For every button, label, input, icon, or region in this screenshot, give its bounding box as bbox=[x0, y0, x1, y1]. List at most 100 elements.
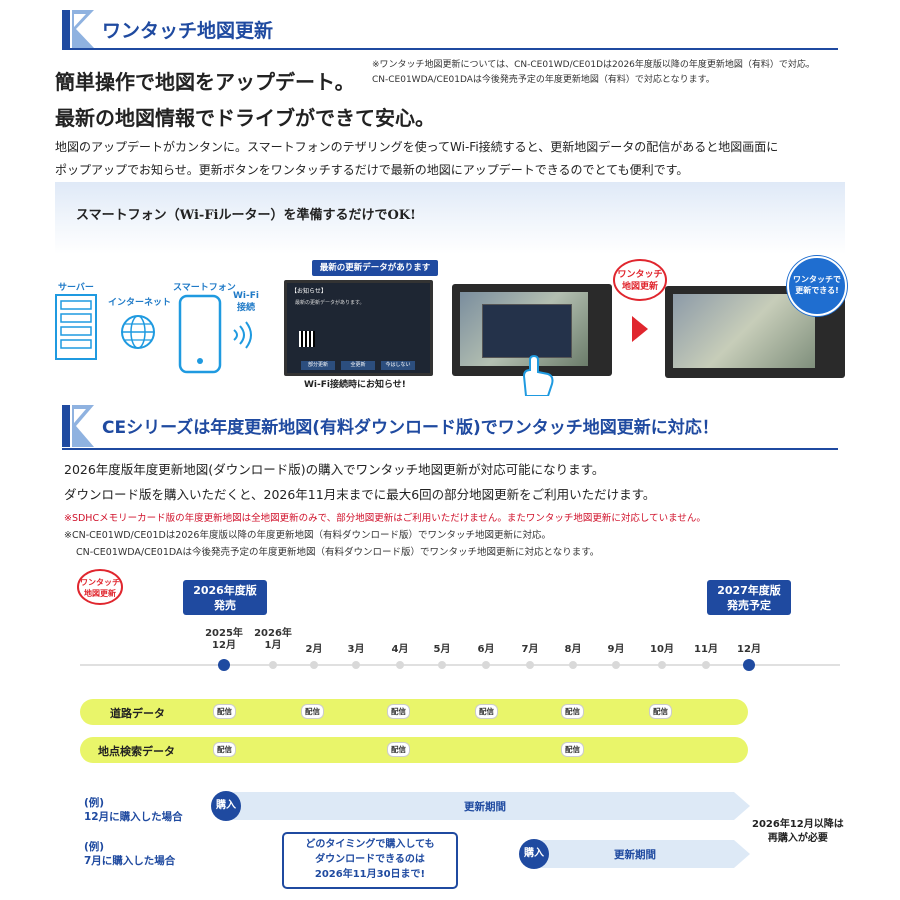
onetouch-badge-icon: ワンタッチ 地図更新 bbox=[613, 259, 667, 301]
delivery-tag: 配信 bbox=[475, 704, 498, 719]
road-data-pill bbox=[80, 699, 748, 725]
timeline-dot bbox=[269, 661, 277, 669]
timeline-dot-end bbox=[743, 659, 755, 671]
timeline-dot-start bbox=[218, 659, 230, 671]
timeline-axis bbox=[80, 664, 840, 666]
section2-line1: 2026年度版年度更新地図(ダウンロード版)の購入でワンタッチ地図更新が対応可能… bbox=[64, 462, 605, 477]
road-data-label: 道路データ bbox=[110, 707, 165, 720]
delivery-tag: 配信 bbox=[387, 704, 410, 719]
intro-line2: ポップアップでお知らせ。更新ボタンをワンタッチするだけで最新の地図にアップデート… bbox=[55, 163, 689, 177]
timeline-dot bbox=[526, 661, 534, 669]
section2-note2: ※CN-CE01WD/CE01Dは2026年度版以降の年度更新地図（有料ダウンロ… bbox=[64, 530, 551, 541]
intro-line1: 地図のアップデートがカンタンに。スマートフォンのテザリングを使ってWi-Fi接続… bbox=[55, 140, 779, 154]
purchase-marker: 購入 bbox=[211, 791, 241, 821]
month-label: 8月 bbox=[564, 644, 582, 655]
month-label: 10月 bbox=[650, 644, 674, 655]
month-label: 3月 bbox=[347, 644, 365, 655]
section1-title: ワンタッチ地図更新 bbox=[102, 20, 274, 42]
delivery-tag: 配信 bbox=[301, 704, 324, 719]
qr-icon bbox=[299, 331, 315, 347]
section2-marker-icon bbox=[62, 405, 94, 447]
navi-popup-overlay bbox=[482, 304, 572, 358]
smartphone-icon bbox=[178, 294, 222, 374]
timeline-dot bbox=[658, 661, 666, 669]
month-label: 2025年 12月 bbox=[205, 628, 243, 651]
delivery-tag: 配信 bbox=[649, 704, 672, 719]
timeline-dot bbox=[396, 661, 404, 669]
server-label: サーバー bbox=[58, 283, 94, 293]
smartphone-label: スマートフォン bbox=[173, 283, 236, 293]
timeline-dot bbox=[702, 661, 710, 669]
month-label: 11月 bbox=[694, 644, 718, 655]
month-label: 5月 bbox=[433, 644, 451, 655]
wifi-label: Wi-Fi 接続 bbox=[233, 291, 259, 313]
purchase-marker: 購入 bbox=[519, 839, 549, 869]
section-marker-icon bbox=[62, 10, 94, 48]
globe-icon bbox=[121, 315, 155, 349]
release-2026-callout: 2026年度版 発売 bbox=[183, 580, 267, 615]
done-bubble: ワンタッチで 更新できる! bbox=[787, 256, 847, 316]
example2-period-label: 更新期間 bbox=[614, 849, 656, 861]
timeline-dot bbox=[438, 661, 446, 669]
popup-row: 最新の更新データがあります。 bbox=[295, 300, 365, 306]
header-note-line2: CN-CE01WDA/CE01DAは今後発売予定の年度更新地図（有料）で対応とな… bbox=[372, 75, 715, 85]
popup-button-full[interactable]: 全更新 bbox=[341, 361, 375, 370]
timeline-dot bbox=[569, 661, 577, 669]
delivery-tag: 配信 bbox=[561, 704, 584, 719]
month-label: 2026年 1月 bbox=[254, 628, 292, 651]
release-2027-callout: 2027年度版 発売予定 bbox=[707, 580, 791, 615]
section2-note3: CN-CE01WDA/CE01DAは今後発売予定の年度更新地図（有料ダウンロード… bbox=[76, 547, 600, 558]
timeline-badge-icon: ワンタッチ 地図更新 bbox=[77, 569, 123, 605]
example1-period-label: 更新期間 bbox=[464, 801, 506, 813]
done-bubble-text: ワンタッチで 更新できる! bbox=[793, 275, 841, 295]
timeline-dot bbox=[482, 661, 490, 669]
example2-label: (例) 7月に購入した場合 bbox=[84, 841, 176, 867]
example1-period-arrow bbox=[222, 792, 750, 820]
navi-unit-after bbox=[665, 286, 845, 378]
timeline-dot bbox=[352, 661, 360, 669]
month-label: 2月 bbox=[305, 644, 323, 655]
poi-data-pill bbox=[80, 737, 748, 763]
onetouch-badge-text: ワンタッチ bbox=[617, 268, 662, 279]
navi-unit-before bbox=[452, 284, 612, 376]
popup-button-partial[interactable]: 部分更新 bbox=[301, 361, 335, 370]
requirement-band-text: スマートフォン（Wi-Fiルーター）を準備するだけでOK! bbox=[76, 208, 416, 223]
month-label: 12月 bbox=[737, 644, 761, 655]
navi-updated-map bbox=[673, 294, 815, 368]
example1-label: (例) 12月に購入した場合 bbox=[84, 797, 183, 823]
popup-caption: Wi-Fi接続時にお知らせ! bbox=[304, 380, 406, 390]
deadline-callout: どのタイミングで購入しても ダウンロードできるのは 2026年11月30日まで! bbox=[282, 832, 458, 889]
section2-title: CEシリーズは年度更新地図(有料ダウンロード版)でワンタッチ地図更新に対応！ bbox=[102, 418, 719, 438]
headline-line2: 最新の地図情報でドライブができて安心。 bbox=[55, 106, 435, 130]
delivery-tag: 配信 bbox=[213, 704, 236, 719]
svg-text:ワンタッチ: ワンタッチ bbox=[80, 577, 120, 587]
popup-header: 【お知らせ】 bbox=[291, 288, 327, 295]
section2-note-red: ※SDHCメモリーカード版の年度更新地図は全地図更新のみで、部分地図更新はご利用… bbox=[64, 513, 706, 524]
server-icon bbox=[55, 294, 97, 360]
timeline-dot bbox=[310, 661, 318, 669]
section2-rule bbox=[62, 448, 838, 450]
delivery-tag: 配信 bbox=[387, 742, 410, 757]
delivery-tag: 配信 bbox=[561, 742, 584, 757]
headline-line1: 簡単操作で地図をアップデート。 bbox=[55, 70, 355, 94]
repurchase-note: 2026年12月以降は 再購入が必要 bbox=[752, 819, 844, 844]
timeline-dot bbox=[612, 661, 620, 669]
next-arrow-icon bbox=[632, 316, 648, 342]
popup-button-later[interactable]: 今はしない bbox=[381, 361, 415, 370]
popup-title-tag: 最新の更新データがあります bbox=[312, 260, 438, 276]
popup-screen: 【お知らせ】 最新の更新データがあります。 部分更新 全更新 今はしない bbox=[284, 280, 433, 376]
svg-text:地図更新: 地図更新 bbox=[622, 280, 658, 291]
month-label: 4月 bbox=[391, 644, 409, 655]
requirement-band bbox=[55, 182, 845, 254]
wifi-icon bbox=[233, 321, 252, 349]
poi-data-label: 地点検索データ bbox=[98, 745, 175, 758]
month-label: 9月 bbox=[607, 644, 625, 655]
hand-tap-icon bbox=[522, 354, 554, 396]
delivery-tag: 配信 bbox=[213, 742, 236, 757]
header-note-line1: ※ワンタッチ地図更新については、CN-CE01WD/CE01Dは2026年度版以… bbox=[372, 60, 815, 70]
month-label: 6月 bbox=[477, 644, 495, 655]
section1-rule bbox=[62, 48, 838, 50]
month-label: 7月 bbox=[521, 644, 539, 655]
internet-label: インターネット bbox=[108, 298, 172, 308]
svg-text:地図更新: 地図更新 bbox=[84, 588, 116, 598]
